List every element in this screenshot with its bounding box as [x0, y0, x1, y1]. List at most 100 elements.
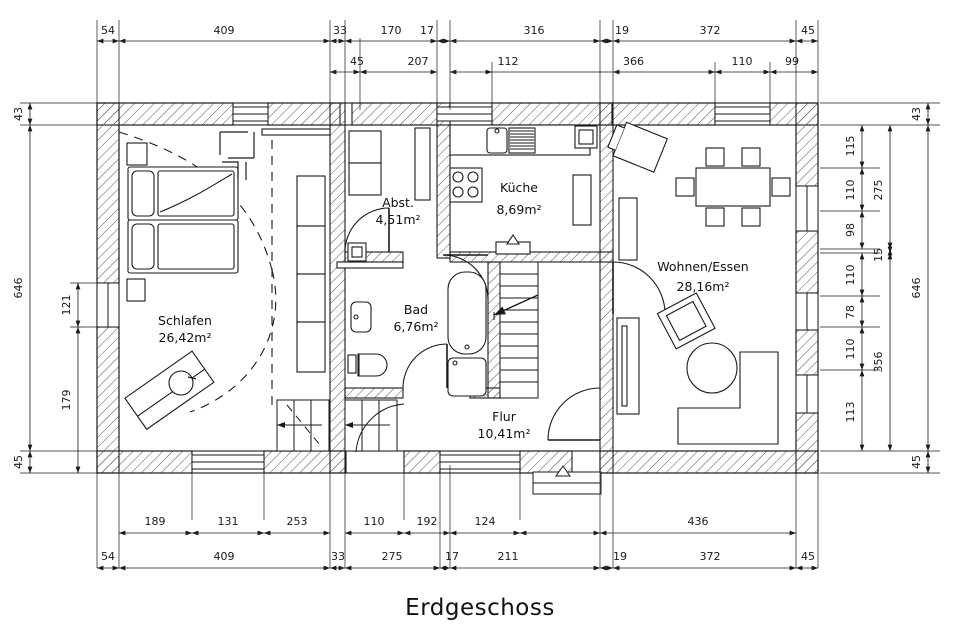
room-label-wohnessen: Wohnen/Essen — [657, 259, 748, 274]
dim-top-inner-3: 112 — [498, 55, 519, 68]
page-title: Erdgeschoss — [405, 595, 555, 621]
nightstand-2 — [126, 278, 146, 302]
dim-left-121: 121 — [60, 295, 73, 316]
shower-tray — [447, 357, 487, 397]
dim-top-outer-5: 17 — [420, 24, 434, 37]
dim-bot-inner-7: 436 — [688, 515, 709, 528]
armchair-top — [607, 121, 669, 173]
desk-rotated — [124, 350, 215, 431]
dim-top-inner-1: 45 — [350, 55, 364, 68]
door-swing-abst — [344, 207, 390, 253]
nightstand-1 — [126, 142, 148, 166]
dim-top-inner-4: 366 — [623, 55, 644, 68]
dim-top-outer-9: 45 — [801, 24, 815, 37]
dim-right-110a: 110 — [844, 180, 857, 201]
dim-bot-outer-8: 372 — [700, 550, 721, 563]
windows-group — [96, 106, 819, 470]
room-label-abst: Abst. — [382, 195, 414, 210]
dim-bot-outer-5: 17 — [445, 550, 459, 563]
dim-bot-inner-3: 253 — [287, 515, 308, 528]
door-swing-wohnen-top — [612, 261, 666, 315]
dim-left-43: 43 — [12, 107, 25, 121]
abst-box-2 — [348, 162, 382, 196]
dim-left-179: 179 — [60, 390, 73, 411]
dim-bot-inner-5: 192 — [417, 515, 438, 528]
dim-top-inner-2: 207 — [408, 55, 429, 68]
wall-right-b — [795, 230, 819, 294]
dim-bot-inner-4: 110 — [364, 515, 385, 528]
sideboard-bottom — [616, 317, 640, 415]
stairs-lower-group — [276, 399, 405, 453]
dining-chair-2 — [741, 147, 761, 167]
wardrobe-1 — [296, 175, 326, 227]
abst-shelf — [414, 127, 431, 201]
dim-right-115: 115 — [844, 136, 857, 157]
room-area-kueche: 8,69m² — [496, 202, 541, 217]
wardrobe-3 — [296, 273, 326, 323]
dim-right-646: 646 — [910, 278, 923, 299]
dining-chair-6 — [771, 177, 791, 197]
room-labels: Schlafen 26,42m² Abst. 4,51m² Küche 8,69… — [158, 180, 749, 441]
abst-box-1 — [348, 130, 382, 164]
dim-right-15: 15 — [872, 248, 885, 262]
mattress-1 — [157, 170, 235, 217]
dim-left-45: 45 — [12, 455, 25, 469]
room-label-schlafen: Schlafen — [158, 313, 212, 328]
wall-int-schlafen — [329, 102, 346, 474]
desk-chair — [168, 370, 194, 396]
dim-right-110b: 110 — [844, 265, 857, 286]
wall-top-d — [491, 102, 613, 126]
dim-bot-outer-3: 33 — [331, 550, 345, 563]
toilet-bowl — [357, 353, 388, 377]
pillow-2 — [131, 223, 155, 270]
dim-bot-inner-6: 124 — [475, 515, 496, 528]
kueche-fixtures — [449, 124, 598, 255]
doors-group — [118, 131, 666, 441]
dim-bot-inner-2: 131 — [218, 515, 239, 528]
wardrobe-4 — [296, 321, 326, 373]
room-area-bad: 6,76m² — [393, 319, 438, 334]
wall-int-wohnen — [599, 102, 614, 474]
wohnen-furniture — [607, 121, 791, 445]
dim-right-110c: 110 — [844, 339, 857, 360]
wardrobe-2 — [296, 225, 326, 275]
dim-bot-outer-7: 19 — [613, 550, 627, 563]
stairs-main — [493, 261, 539, 399]
room-label-kueche: Küche — [500, 180, 538, 195]
dim-top-inner-6: 99 — [785, 55, 799, 68]
dim-right-356: 356 — [872, 352, 885, 373]
dim-top-outer-3: 33 — [333, 24, 347, 37]
wall-top-c — [351, 102, 438, 126]
wall-int-abst-kueche — [436, 102, 451, 259]
abst-furniture — [336, 127, 431, 269]
washbasin — [350, 301, 372, 333]
wall-kueche-bottom — [449, 251, 614, 263]
wall-top-e — [611, 102, 716, 126]
abst-ledge — [336, 261, 404, 269]
kitchen-sink — [486, 127, 508, 154]
dining-chair-5 — [675, 177, 695, 197]
dining-table — [695, 167, 771, 207]
dim-bot-outer-2: 409 — [214, 550, 235, 563]
dining-chair-4 — [741, 207, 761, 227]
dim-right-98: 98 — [844, 223, 857, 237]
dim-bot-outer-9: 45 — [801, 550, 815, 563]
armchair-mid — [656, 292, 716, 350]
entry-door — [532, 465, 602, 495]
wall-bot-c — [403, 450, 441, 474]
dim-right-43: 43 — [910, 107, 923, 121]
wall-bot-e — [599, 450, 819, 474]
dim-top-outer-1: 54 — [101, 24, 115, 37]
schlafen-furniture — [124, 128, 331, 431]
dim-bot-inner-1: 189 — [145, 515, 166, 528]
sideboard-detail — [621, 325, 628, 407]
dim-left-646: 646 — [12, 278, 25, 299]
door-swing-bad-2 — [442, 254, 489, 301]
dining-chair-1 — [705, 147, 725, 167]
shelf-top — [261, 128, 331, 136]
dim-bot-outer-4: 275 — [382, 550, 403, 563]
wall-right-c — [795, 329, 819, 376]
bad-fixtures — [347, 271, 487, 397]
dim-bot-outer-1: 54 — [101, 550, 115, 563]
